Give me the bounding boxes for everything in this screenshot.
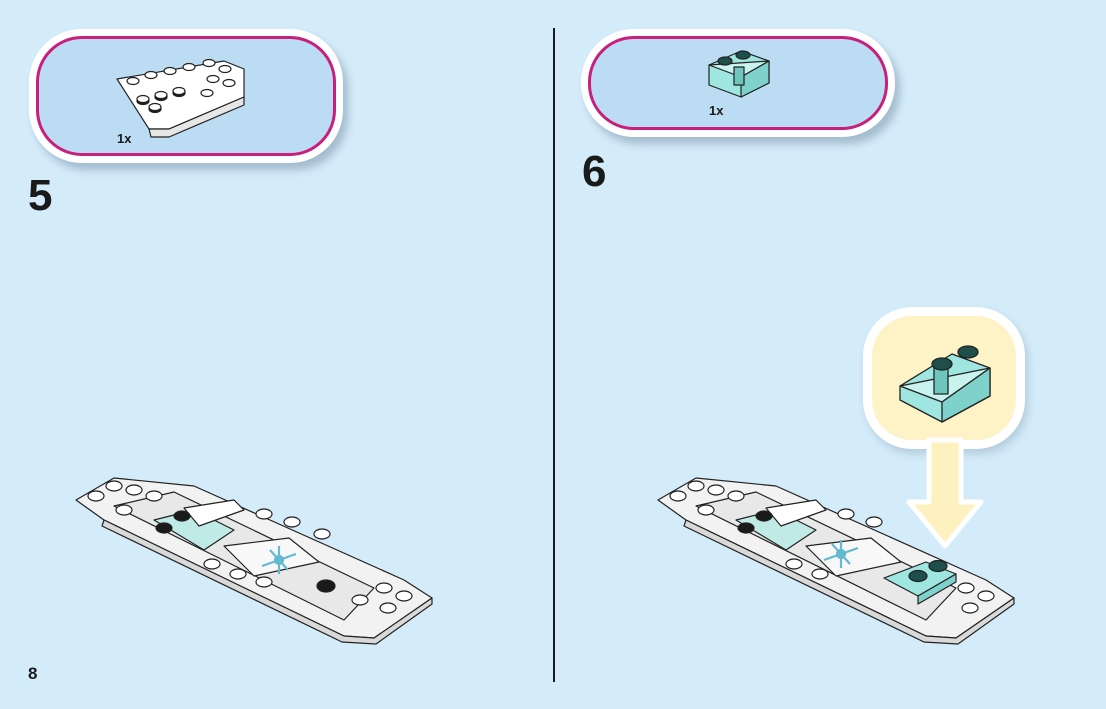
trans-light-blue-slope-brick-icon: [899, 345, 991, 423]
step-6-parts-box: 1x: [588, 36, 888, 130]
step-5-parts-box: 1x: [36, 36, 336, 156]
new-part-callout: [872, 316, 1016, 440]
white-wedge-plate-icon: [116, 58, 245, 138]
snowflake-icon: [261, 546, 297, 574]
step-5-number: 5: [28, 171, 53, 220]
step-divider: [553, 28, 555, 682]
step-5-part-quantity: 1x: [117, 131, 132, 146]
trans-light-blue-slope-brick-icon: [708, 50, 770, 98]
snowflake-icon: [823, 540, 859, 568]
down-arrow-icon: [906, 437, 984, 549]
white-boat-hull-icon: [75, 477, 433, 645]
white-boat-hull-icon: [657, 477, 1015, 645]
step-6-number: 6: [582, 147, 607, 196]
page-number: 8: [28, 664, 38, 683]
step-6-part-quantity: 1x: [709, 103, 724, 118]
